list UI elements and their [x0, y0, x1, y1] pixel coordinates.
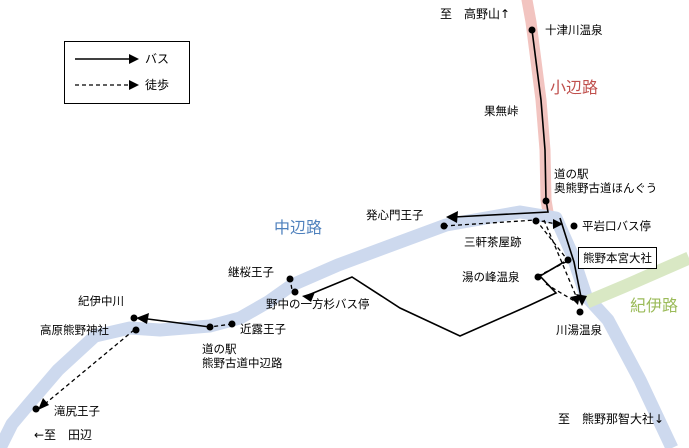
- walk-kawayu: [545, 283, 577, 303]
- stops: [32, 26, 584, 413]
- route-label-kiiji: 紀伊路: [630, 296, 679, 315]
- arrow-kiinakagawa: [136, 313, 149, 324]
- label-ipposugi: 野中の一方杉バス停: [266, 297, 370, 311]
- direction-tanabe: ←至 田辺: [34, 428, 93, 442]
- stop-hiraiwaguchi: [570, 222, 578, 230]
- bus-line-yunomine-loop: [305, 261, 565, 337]
- bus-line-kohechi: [531, 29, 547, 201]
- arrow-takijiri: [38, 398, 49, 410]
- stop-takahara: [132, 326, 140, 334]
- stop-totsukawa: [528, 26, 536, 34]
- stop-tsugizakura: [286, 275, 294, 283]
- direction-koyasan: 至 高野山↑: [440, 7, 511, 21]
- label-hosshinmon: 発心門王子: [366, 208, 424, 222]
- label-kawayu: 川湯温泉: [556, 323, 602, 337]
- walk-sangenjaya-hongu: [535, 219, 567, 259]
- label-tsugizakura: 継桜王子: [228, 265, 274, 279]
- label-takahara: 高原熊野神社: [40, 323, 109, 337]
- kiiji-band: [584, 252, 689, 308]
- legend-bus-line-icon: [75, 54, 139, 64]
- arrow-hosshinmon: [446, 211, 458, 223]
- bus-line-kiinakagawa: [139, 317, 211, 328]
- stop-hongu-taisha: [564, 256, 572, 264]
- label-yunomine: 湯の峰温泉: [462, 270, 520, 284]
- label-hiraiwaguchi: 平岩口バス停: [582, 219, 651, 233]
- label-kiinakagawa: 紀伊中川: [78, 294, 124, 308]
- label-hongu-taisha: 熊野本宮大社: [578, 247, 657, 269]
- legend-bus: バス: [73, 51, 185, 67]
- label-michinoeki-nakahechi-1: 道の駅: [202, 342, 237, 356]
- walk-chikatsuyu: [209, 323, 233, 328]
- bus-routes: [139, 29, 583, 337]
- legend-walk-label: 徒歩: [145, 78, 170, 92]
- arrowheads: [38, 211, 587, 410]
- label-sangenjaya: 三軒茶屋跡: [464, 235, 522, 249]
- walk-yunomine-hongu: [537, 261, 567, 277]
- arrow-ipposugi: [302, 292, 315, 302]
- label-hatenashi: 果無峠: [484, 104, 519, 118]
- label-takijiri: 滝尻王子: [54, 404, 100, 418]
- label-michinoeki-hongu-1: 道の駅: [554, 167, 589, 181]
- stop-michinoeki-hongu: [542, 197, 550, 205]
- direction-nachi: 至 熊野那智大社↓: [558, 412, 665, 426]
- stop-yunomine: [534, 273, 542, 281]
- bus-line-to-kawayu: [559, 217, 583, 303]
- arrow-kawayu-walk: [570, 295, 580, 305]
- legend: バス 徒歩: [64, 41, 190, 104]
- stop-michinoeki-nakahechi: [206, 323, 214, 331]
- label-chikatsuyu: 近露王子: [240, 322, 286, 336]
- legend-bus-label: バス: [145, 52, 170, 66]
- walk-takahara-takijiri: [39, 329, 135, 409]
- stop-ipposugi: [291, 288, 299, 296]
- legend-walk-line-icon: [75, 80, 139, 90]
- label-michinoeki-hongu-2: 奥熊野古道ほんぐう: [554, 181, 658, 195]
- stop-sangenjaya: [532, 217, 540, 225]
- stop-takijiri: [32, 405, 40, 413]
- nakahechi-band: [0, 205, 678, 448]
- arrow-hiraiwa: [553, 219, 563, 229]
- label-totsukawa: 十津川温泉: [545, 23, 603, 37]
- route-label-nakahechi: 中辺路: [274, 218, 323, 237]
- stop-chikatsuyu: [228, 320, 236, 328]
- stop-kawayu: [576, 308, 584, 316]
- label-michinoeki-nakahechi-2: 熊野古道中辺路: [202, 356, 283, 370]
- route-label-kohechi: 小辺路: [550, 78, 599, 97]
- stop-kiinakagawa: [130, 314, 138, 322]
- legend-walk: 徒歩: [73, 77, 185, 93]
- stop-hosshinmon: [440, 222, 448, 230]
